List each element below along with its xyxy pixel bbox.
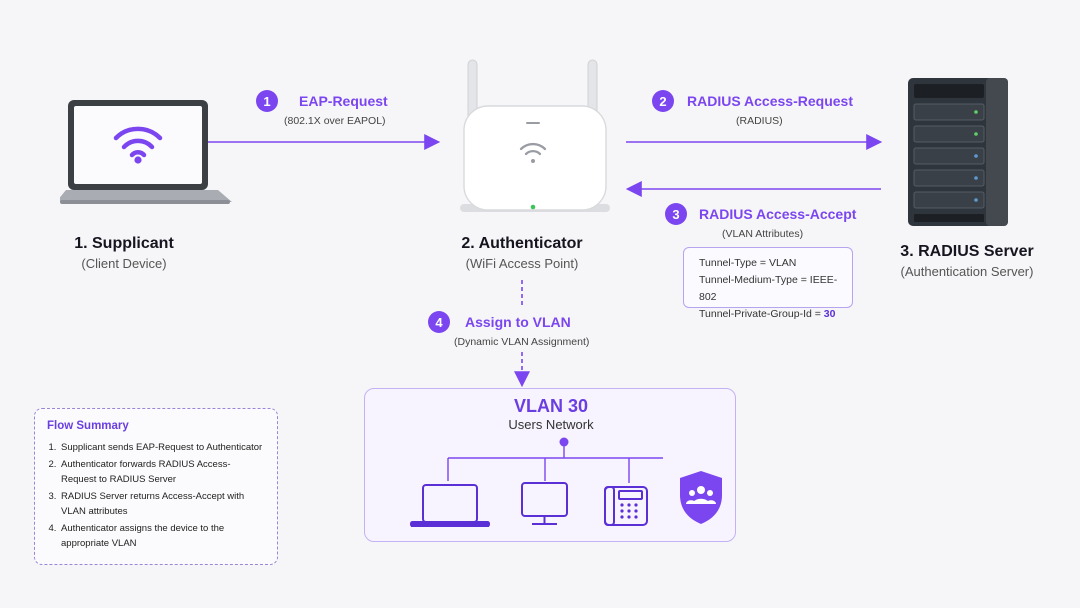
- attr-tunnel-type: Tunnel-Type = VLAN: [699, 257, 797, 269]
- flow-summary-panel: Flow Summary Supplicant sends EAP-Reques…: [34, 408, 278, 565]
- flow-summary-title: Flow Summary: [47, 420, 129, 432]
- step-3-title: RADIUS Access-Accept: [699, 206, 857, 222]
- step-1-badge: 1: [256, 90, 278, 112]
- flow-summary-item: Authenticator assigns the device to the …: [59, 521, 265, 552]
- supplicant-subtitle: (Client Device): [81, 256, 167, 271]
- step-1-title: EAP-Request: [299, 93, 388, 109]
- flow-summary-item: Supplicant sends EAP-Request to Authenti…: [59, 440, 265, 456]
- vlan-subtitle: Users Network: [508, 417, 594, 432]
- supplicant-title: 1. Supplicant: [74, 235, 174, 252]
- step-2-badge: 2: [652, 90, 674, 112]
- network-bus-lines: [447, 443, 663, 483]
- step-3-badge: 3: [665, 203, 687, 225]
- supplicant-label: 1. Supplicant (Client Device): [44, 235, 204, 271]
- vlan-network-diagram: [410, 437, 722, 527]
- attr-group-id: Tunnel-Private-Group-Id = 30: [699, 306, 852, 323]
- radius-title: 3. RADIUS Server: [900, 243, 1034, 260]
- authenticator-subtitle: (WiFi Access Point): [465, 256, 579, 271]
- step-4-subtitle: (Dynamic VLAN Assignment): [454, 336, 590, 348]
- server-icon: [908, 78, 1008, 226]
- vlan-attributes-box: Tunnel-Type = VLAN Tunnel-Medium-Type = …: [683, 247, 853, 320]
- vlan-laptop-icon: [410, 484, 490, 527]
- flow-summary-list: Supplicant sends EAP-Request to Authenti…: [47, 440, 265, 552]
- step-3-subtitle: (VLAN Attributes): [722, 228, 804, 240]
- radius-label: 3. RADIUS Server (Authentication Server): [880, 243, 1054, 279]
- step-1-subtitle: (802.1X over EAPOL): [284, 115, 386, 127]
- step-4-badge: 4: [428, 311, 450, 333]
- router-icon: [460, 59, 610, 212]
- attr-group-id-label: Tunnel-Private-Group-Id =: [699, 308, 824, 320]
- attr-group-id-value: 30: [823, 308, 836, 320]
- step-4-title: Assign to VLAN: [465, 314, 571, 330]
- authenticator-title: 2. Authenticator: [461, 235, 583, 252]
- laptop-icon: [60, 100, 232, 204]
- vlan-network-box: VLAN 30 Users Network: [364, 388, 736, 542]
- flow-summary-item: RADIUS Server returns Access-Accept with…: [59, 489, 265, 520]
- step-2-title: RADIUS Access-Request: [687, 93, 853, 109]
- vlan-desktop-icon: [521, 482, 568, 525]
- authenticator-label: 2. Authenticator (WiFi Access Point): [432, 235, 612, 271]
- attr-medium-type: Tunnel-Medium-Type = IEEE-802: [699, 274, 838, 303]
- radius-subtitle: (Authentication Server): [900, 264, 1034, 279]
- flow-summary-item: Authenticator forwards RADIUS Access-Req…: [59, 457, 265, 488]
- step-2-subtitle: (RADIUS): [736, 115, 783, 127]
- vlan-shield-users-icon: [680, 471, 722, 524]
- vlan-title: VLAN 30: [513, 396, 589, 416]
- vlan-phone-icon: [604, 486, 648, 526]
